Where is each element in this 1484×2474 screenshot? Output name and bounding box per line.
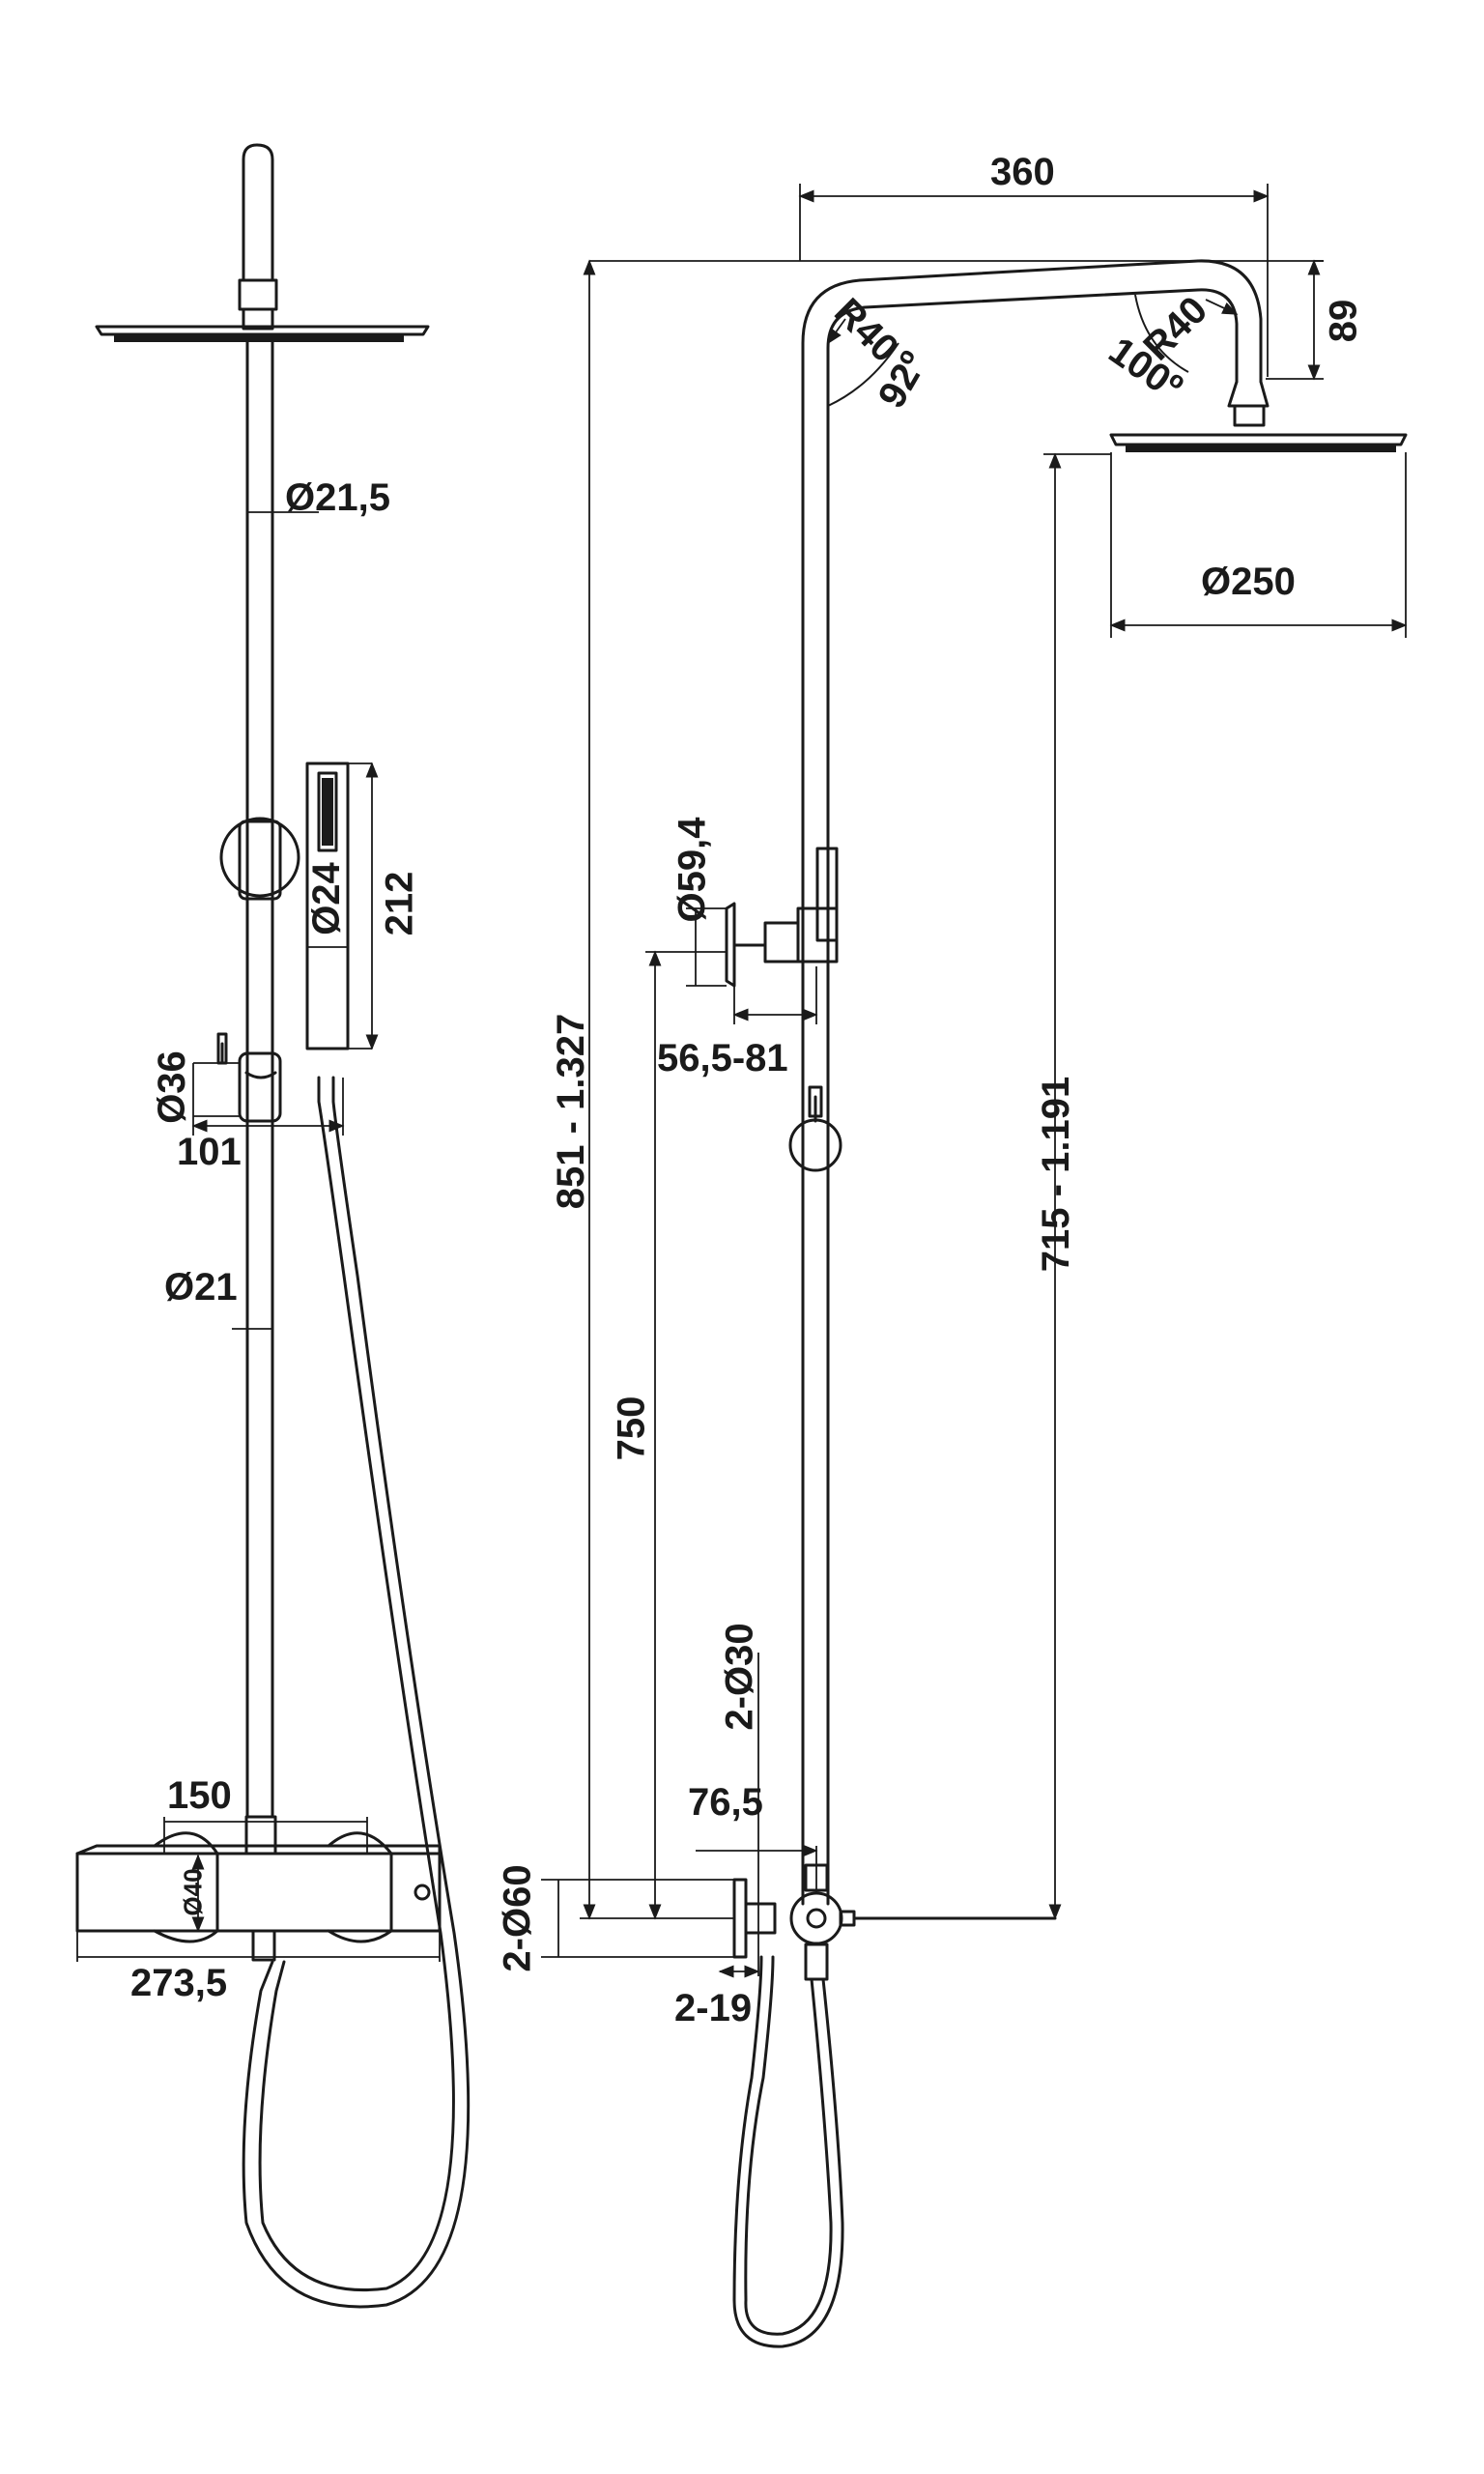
label-dia-2x30: 2-Ø30 [718, 1623, 761, 1731]
side-hand-shower [815, 847, 839, 942]
holder-ring [219, 817, 300, 898]
side-mixer-hose-outlet [804, 1942, 829, 1981]
shower-arm [801, 259, 1263, 857]
label-2x19: 2-19 [674, 1987, 753, 2029]
label-dia-594: Ø59,4 [671, 817, 714, 923]
mixer-indicator [414, 1884, 431, 1901]
head-connector [242, 307, 274, 331]
label-head-height: 715 - 1.191 [1035, 1076, 1078, 1273]
label-dia-215: Ø21,5 [285, 476, 390, 519]
shower-head-front [95, 325, 430, 336]
hand-shower-face [317, 771, 338, 852]
label-750: 750 [610, 1395, 653, 1461]
label-765: 76,5 [688, 1781, 763, 1824]
hand-shower-body [305, 762, 350, 1050]
side-view [541, 184, 1408, 2348]
mixer-left-dome [153, 1831, 219, 1856]
mixer-hose-outlet [251, 1929, 276, 1962]
shower-head-side [1109, 433, 1408, 446]
side-head-connector [1227, 380, 1270, 408]
label-dia-24: Ø24 [304, 862, 348, 935]
label-565: 56,5-81 [657, 1037, 788, 1079]
side-mixer-rosette [732, 1878, 748, 1959]
label-total-height: 851 - 1.327 [550, 1013, 593, 1210]
hose [242, 1076, 471, 2309]
slider-body [238, 1051, 282, 1123]
mixer-body [75, 1852, 442, 1933]
label-dia-21: Ø21 [164, 1266, 238, 1309]
label-dia-36: Ø36 [150, 1050, 193, 1124]
hand-shower-nozzles [322, 778, 333, 846]
label-150: 150 [167, 1774, 232, 1817]
label-2735: 273,5 [130, 1962, 228, 2004]
side-mixer-inlet [744, 1902, 777, 1935]
label-89: 89 [1322, 299, 1365, 343]
label-360: 360 [990, 151, 1055, 193]
side-slider-knob [788, 1118, 842, 1172]
mixer-rail-connector [244, 1815, 277, 1856]
side-mixer-body [789, 1891, 843, 1945]
angle-arc-left [827, 342, 899, 407]
label-dia-2x60: 2-Ø60 [496, 1864, 539, 1972]
shower-head-nozzles [114, 334, 404, 342]
label-101: 101 [177, 1131, 242, 1173]
rail-top-cap [242, 143, 274, 282]
label-dia-250: Ø250 [1201, 561, 1296, 603]
side-hose [744, 1955, 833, 2336]
label-dia-40: Ø40 [178, 1868, 208, 1916]
angle-arc-right [1134, 294, 1189, 373]
mixer-top [75, 1844, 442, 1856]
rail-top-collar [238, 278, 278, 311]
mixer-right-dome [327, 1831, 393, 1856]
shower-head-side-nozzles [1126, 445, 1396, 452]
label-212: 212 [378, 871, 421, 936]
holder-clamp [238, 820, 282, 901]
front-view [75, 143, 471, 2309]
side-holder-arm [763, 921, 800, 964]
